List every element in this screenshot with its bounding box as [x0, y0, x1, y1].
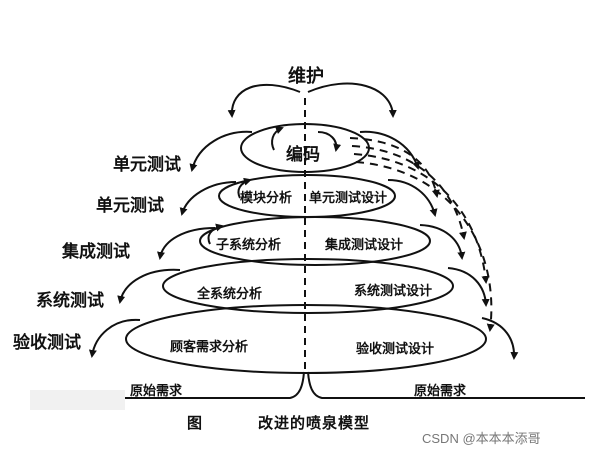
dashed-return-2: [351, 145, 467, 240]
arc-right-3: [419, 224, 466, 260]
dashed-return-4: [355, 161, 495, 332]
inner-arrow-1: [271, 126, 284, 151]
system-analysis-label: 全系统分析: [197, 287, 263, 302]
figure-label: 图: [187, 414, 204, 432]
subsystem-ellipse: [199, 216, 431, 266]
inner-arrow-4: [207, 223, 224, 245]
base-line-right: [307, 371, 585, 399]
arc-left-5: [88, 318, 141, 358]
system-ellipse: [162, 258, 454, 314]
module-analysis-label: 模块分析: [240, 191, 293, 206]
side-label-system-test: 系统测试: [36, 291, 104, 311]
smudge: [30, 390, 125, 410]
original-requirements-right: 原始需求: [414, 384, 467, 399]
arc-left-3: [157, 227, 216, 260]
side-label-unit-test-1: 单元测试: [113, 155, 181, 175]
maintenance-label: 维护: [288, 66, 324, 87]
customer-requirements-analysis-label: 顾客需求分析: [170, 340, 249, 355]
acceptance-test-design-label: 验收测试设计: [356, 342, 435, 357]
system-test-design-label: 系统测试设计: [354, 284, 433, 299]
arc-left-1: [189, 130, 253, 172]
inner-arrow-2: [317, 131, 342, 152]
unit-test-design-label: 单元测试设计: [309, 191, 388, 206]
arc-left-4: [117, 268, 181, 304]
arc-left-2: [179, 181, 237, 216]
top-right-arc: [307, 82, 397, 118]
side-label-acceptance-test: 验收测试: [13, 333, 81, 353]
inner-arrow-3: [237, 177, 252, 199]
watermark: CSDN @本本本添哥: [422, 431, 541, 446]
original-requirements-left: 原始需求: [130, 384, 183, 399]
side-label-integration-test: 集成测试: [62, 242, 130, 262]
arc-right-4: [447, 267, 490, 307]
arc-right-5: [481, 317, 519, 360]
arc-right-1: [359, 130, 420, 170]
side-label-unit-test-2: 单元测试: [96, 196, 164, 216]
base-line-left: [110, 371, 305, 399]
coding-label: 编码: [286, 145, 320, 165]
arc-right-2: [387, 179, 438, 217]
figure-title: 改进的喷泉模型: [258, 414, 371, 432]
top-left-arc: [227, 83, 301, 118]
dashed-return-3: [353, 153, 490, 284]
subsystem-analysis-label: 子系统分析: [216, 238, 282, 253]
dashed-return-1: [349, 137, 440, 198]
integration-test-design-label: 集成测试设计: [325, 238, 404, 253]
